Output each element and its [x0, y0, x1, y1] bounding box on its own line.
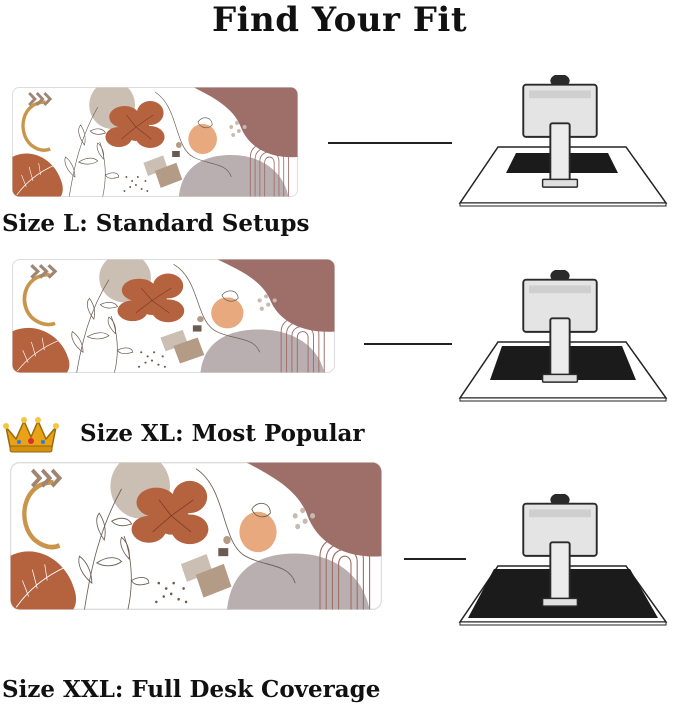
desk-setup-xxl-illustration: [458, 494, 668, 626]
desk-mat-xl-image: [12, 259, 335, 373]
size-xl-connector-line: [364, 343, 452, 345]
desk-mat-xxl-image: [10, 462, 382, 610]
size-xl-label: Size XL: Most Popular: [80, 420, 365, 447]
page-title: Find Your Fit: [211, 0, 468, 40]
crown-icon: [3, 417, 59, 453]
desk-setup-l-illustration: [458, 75, 668, 207]
size-xxl-label: Size XXL: Full Desk Coverage: [2, 676, 381, 703]
size-l-label: Size L: Standard Setups: [2, 210, 310, 237]
size-xxl-connector-line: [404, 558, 466, 560]
desk-mat-l-image: [12, 87, 298, 197]
size-l-connector-line: [328, 142, 452, 144]
desk-setup-xl-illustration: [458, 270, 668, 402]
